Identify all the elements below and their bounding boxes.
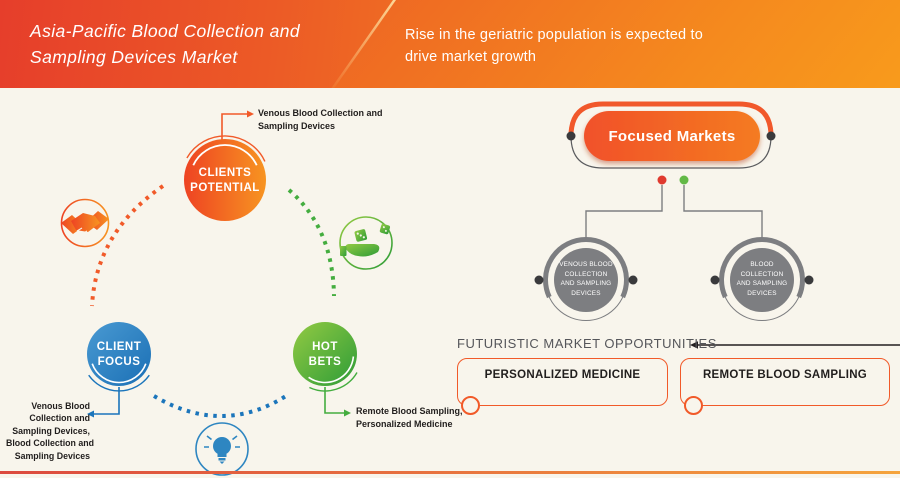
hand-holding-dice-icon (339, 216, 393, 270)
opportunities-title: FUTURISTIC MARKET OPPORTUNITIES (457, 336, 717, 351)
page-title: Asia-Pacific Blood Collection and Sampli… (30, 19, 380, 71)
hot-bets-node (293, 322, 358, 392)
market-circle-venous (534, 237, 638, 321)
clients-potential-node (184, 135, 266, 221)
focused-markets-pill (584, 111, 760, 161)
opportunity-label: PERSONALIZED MEDICINE (484, 369, 641, 381)
client-focus-annotation: Venous Blood Collection and Sampling Dev… (6, 400, 94, 462)
market-label-line: VENOUS BLOOD (559, 261, 613, 268)
opportunities-arrow (690, 341, 900, 349)
hot-bets-line2: BETS (308, 355, 342, 368)
annotation-line: Venous Blood (31, 401, 90, 411)
orange-dotted-arc (90, 184, 165, 307)
market-label-line: BLOOD (750, 261, 774, 268)
annotation-line: Remote Blood Sampling, (356, 406, 463, 416)
branch-dot-green (679, 175, 689, 185)
banner-subtitle: Rise in the geriatric population is expe… (405, 25, 745, 69)
hot-bets-line1: HOT (312, 341, 338, 353)
market-label-line: AND SAMPLING (560, 280, 612, 288)
footer-gradient-line (0, 471, 900, 474)
opportunity-label: REMOTE BLOOD SAMPLING (702, 369, 868, 381)
market-venous-label: VENOUS BLOOD COLLECTION AND SAMPLING DEV… (550, 260, 622, 298)
corner-circle-decoration (461, 396, 480, 415)
focused-markets-ring (566, 101, 776, 169)
corner-circle-decoration (684, 396, 703, 415)
annotation-line: Sampling Devices (14, 450, 90, 461)
hot-bets-annotation: Remote Blood Sampling, Personalized Medi… (356, 405, 463, 431)
clients-potential-line1: CLIENTS (198, 167, 252, 179)
banner-subtitle-line2: drive market growth (405, 48, 537, 65)
market-label-line: AND SAMPLING (736, 280, 788, 288)
client-focus-line1: CLIENT (96, 341, 142, 353)
clients-potential-label: CLIENTS POTENTIAL (185, 166, 265, 196)
focused-markets-title: Focused Markets (608, 127, 736, 145)
annotation-line: Sampling Devices, (12, 425, 90, 436)
market-label-line: DEVICES (571, 289, 601, 297)
client-focus-line2: FOCUS (97, 355, 141, 368)
handshake-icon (60, 198, 110, 248)
market-label-line: DEVICES (747, 289, 777, 297)
banner: Asia-Pacific Blood Collection and Sampli… (0, 0, 900, 88)
client-focus-connector (87, 387, 120, 418)
annotation-line: Collection and (29, 413, 90, 424)
clients-potential-annotation: Venous Blood Collection and Sampling Dev… (258, 107, 383, 133)
hot-bets-connector (324, 387, 351, 417)
page-title-line2: Sampling Devices Market (30, 46, 238, 67)
client-focus-node (87, 322, 151, 392)
page-title-line1: Asia-Pacific Blood Collection and (30, 21, 301, 41)
clients-potential-connector (221, 110, 254, 140)
annotation-line: Sampling Devices (258, 120, 336, 131)
annotation-line: Venous Blood Collection and (258, 108, 383, 118)
opportunity-box-remote-blood-sampling: REMOTE BLOOD SAMPLING (680, 358, 890, 415)
green-dotted-arc (287, 188, 336, 297)
annotation-line: Personalized Medicine (356, 418, 453, 429)
branch-dot-red (657, 175, 667, 185)
opportunity-box-personalized-medicine: PERSONALIZED MEDICINE (457, 358, 668, 415)
market-circle-blood (710, 237, 814, 321)
market-label-line: COLLECTION (740, 270, 784, 278)
branch-line-left (585, 185, 663, 240)
clients-potential-line2: POTENTIAL (190, 181, 260, 194)
lightbulb-icon (195, 422, 249, 476)
annotation-line: Blood Collection and (6, 438, 94, 449)
market-blood-label: BLOOD COLLECTION AND SAMPLING DEVICES (726, 260, 798, 298)
hot-bets-label: HOT BETS (285, 340, 365, 370)
blue-dotted-arc (152, 394, 288, 418)
banner-subtitle-line1: Rise in the geriatric population is expe… (405, 27, 703, 43)
market-label-line: COLLECTION (564, 270, 608, 278)
client-focus-label: CLIENT FOCUS (79, 340, 159, 370)
branch-line-right (683, 185, 763, 240)
